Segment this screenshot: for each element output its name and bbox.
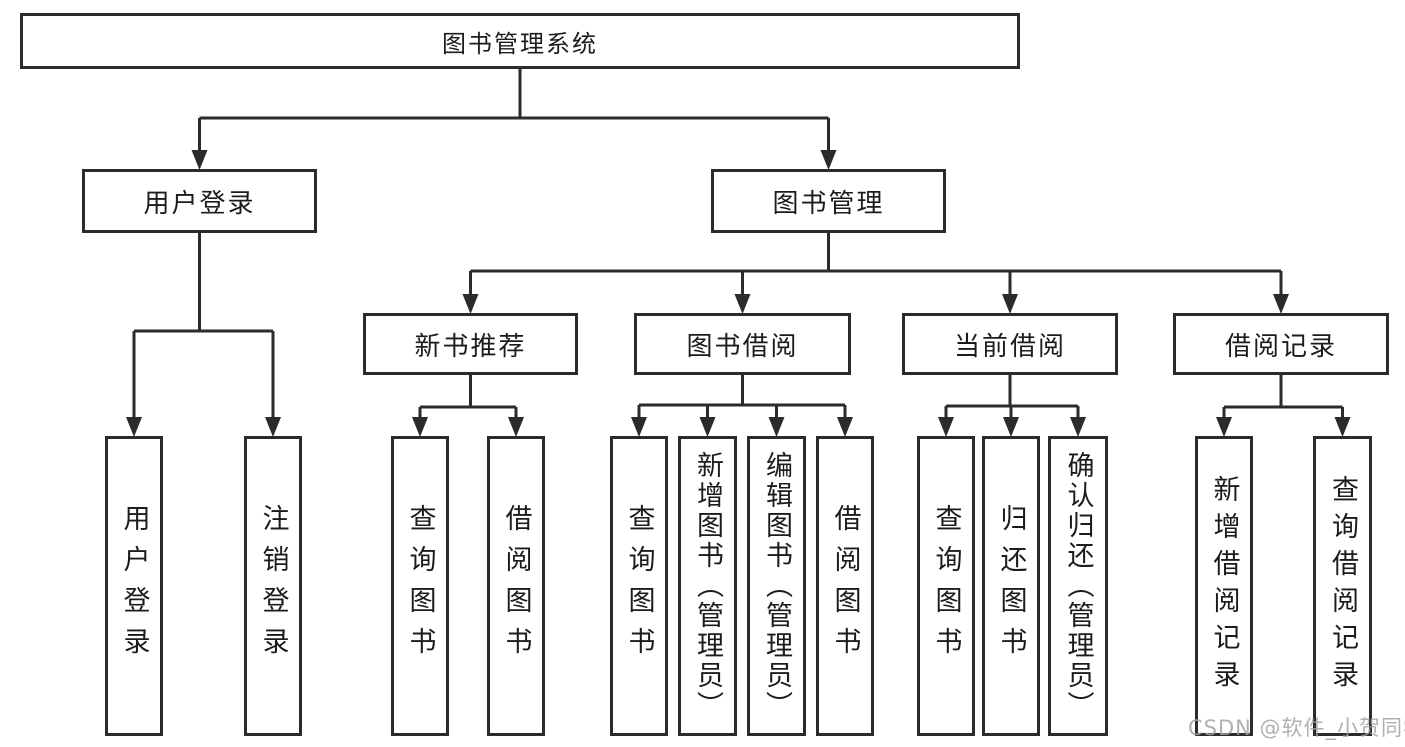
node-current-borrowing: 当前借阅 [902, 313, 1118, 375]
leaf-borrow-books: 借阅图书 [816, 436, 874, 736]
node-library-management-system: 图书管理系统 [20, 13, 1020, 69]
csdn-watermark: CSDN @软件_小贺同学 [1188, 716, 1405, 740]
leaf-return-books: 归还图书 [982, 436, 1040, 736]
leaf-confirm-return-admin: 确认归还（管理员） [1048, 436, 1108, 736]
leaf-query-books-current: 查询图书 [917, 436, 975, 736]
node-borrowing-records: 借阅记录 [1173, 313, 1389, 375]
leaf-add-books-admin: 新增图书（管理员） [678, 436, 737, 736]
leaf-edit-books-admin: 编辑图书（管理员） [747, 436, 806, 736]
leaf-add-borrow-record: 新增借阅记录 [1195, 436, 1253, 736]
leaf-user-login: 用户登录 [105, 436, 163, 736]
leaf-logout: 注销登录 [244, 436, 302, 736]
leaf-borrow-books-recommend: 借阅图书 [487, 436, 545, 736]
leaf-query-books-recommend: 查询图书 [391, 436, 449, 736]
node-book-borrowing: 图书借阅 [634, 313, 851, 375]
leaf-query-books-borrow: 查询图书 [610, 436, 668, 736]
node-book-management: 图书管理 [711, 169, 946, 233]
node-new-book-recommendation: 新书推荐 [363, 313, 578, 375]
node-user-login: 用户登录 [82, 169, 317, 233]
leaf-query-borrow-record: 查询借阅记录 [1313, 436, 1372, 736]
